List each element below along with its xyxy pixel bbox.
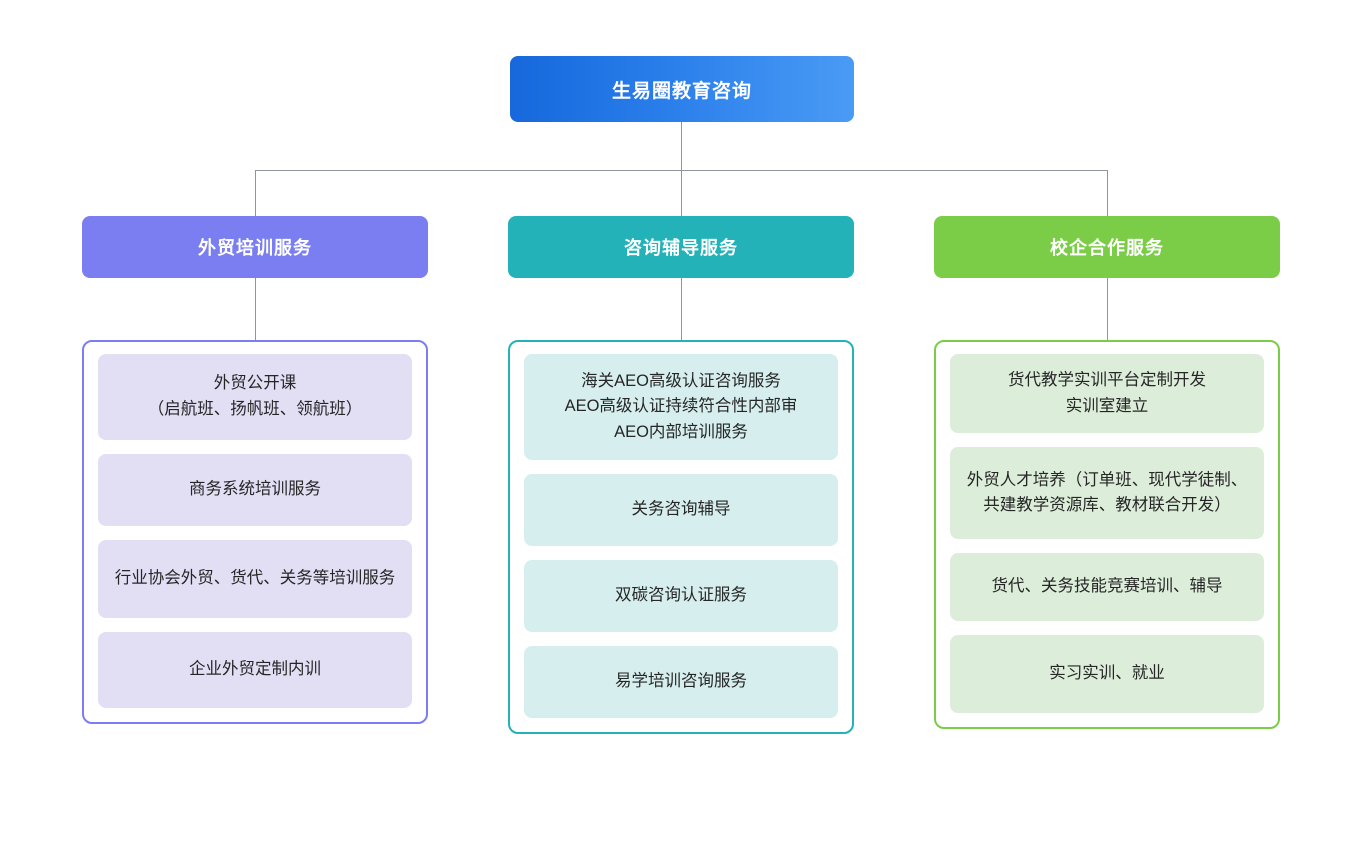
connector-link-training-panel [255,278,256,340]
branch-consulting: 咨询辅导服务 海关AEO高级认证咨询服务 AEO高级认证持续符合性内部审 AEO… [508,216,854,734]
branch-school-enterprise: 校企合作服务 货代教学实训平台定制开发 实训室建立 外贸人才培养（订单班、现代学… [934,216,1280,730]
branch-panel-consulting: 海关AEO高级认证咨询服务 AEO高级认证持续符合性内部审 AEO内部培训服务 … [508,340,854,734]
connector-drop-school-enterprise [1107,170,1108,218]
leaf-item[interactable]: 货代教学实训平台定制开发 实训室建立 [950,354,1264,434]
leaf-item[interactable]: 关务咨询辅导 [524,474,838,546]
connector-drop-training [255,170,256,218]
leaf-item[interactable]: 实习实训、就业 [950,635,1264,714]
branch-panel-school-enterprise: 货代教学实训平台定制开发 实训室建立 外贸人才培养（订单班、现代学徒制、共建教学… [934,340,1280,730]
branch-header-consulting[interactable]: 咨询辅导服务 [508,216,854,278]
leaf-item[interactable]: 货代、关务技能竞赛培训、辅导 [950,553,1264,622]
branch-header-training[interactable]: 外贸培训服务 [82,216,428,278]
connector-root-stem [681,122,682,170]
leaf-item[interactable]: 易学培训咨询服务 [524,646,838,718]
connector-link-school-enterprise-panel [1107,278,1108,340]
leaf-item[interactable]: 双碳咨询认证服务 [524,560,838,632]
connector-drop-consulting [681,170,682,218]
root-node[interactable]: 生易圈教育咨询 [510,56,854,122]
leaf-item[interactable]: 海关AEO高级认证咨询服务 AEO高级认证持续符合性内部审 AEO内部培训服务 [524,354,838,460]
branch-panel-training: 外贸公开课 （启航班、扬帆班、领航班） 商务系统培训服务 行业协会外贸、货代、关… [82,340,428,724]
leaf-item[interactable]: 企业外贸定制内训 [98,632,412,708]
leaf-item[interactable]: 外贸公开课 （启航班、扬帆班、领航班） [98,354,412,440]
connector-link-consulting-panel [681,278,682,340]
leaf-item[interactable]: 行业协会外贸、货代、关务等培训服务 [98,540,412,618]
branch-header-school-enterprise[interactable]: 校企合作服务 [934,216,1280,278]
branch-training: 外贸培训服务 外贸公开课 （启航班、扬帆班、领航班） 商务系统培训服务 行业协会… [82,216,428,724]
leaf-item[interactable]: 商务系统培训服务 [98,454,412,526]
leaf-item[interactable]: 外贸人才培养（订单班、现代学徒制、共建教学资源库、教材联合开发） [950,447,1264,540]
